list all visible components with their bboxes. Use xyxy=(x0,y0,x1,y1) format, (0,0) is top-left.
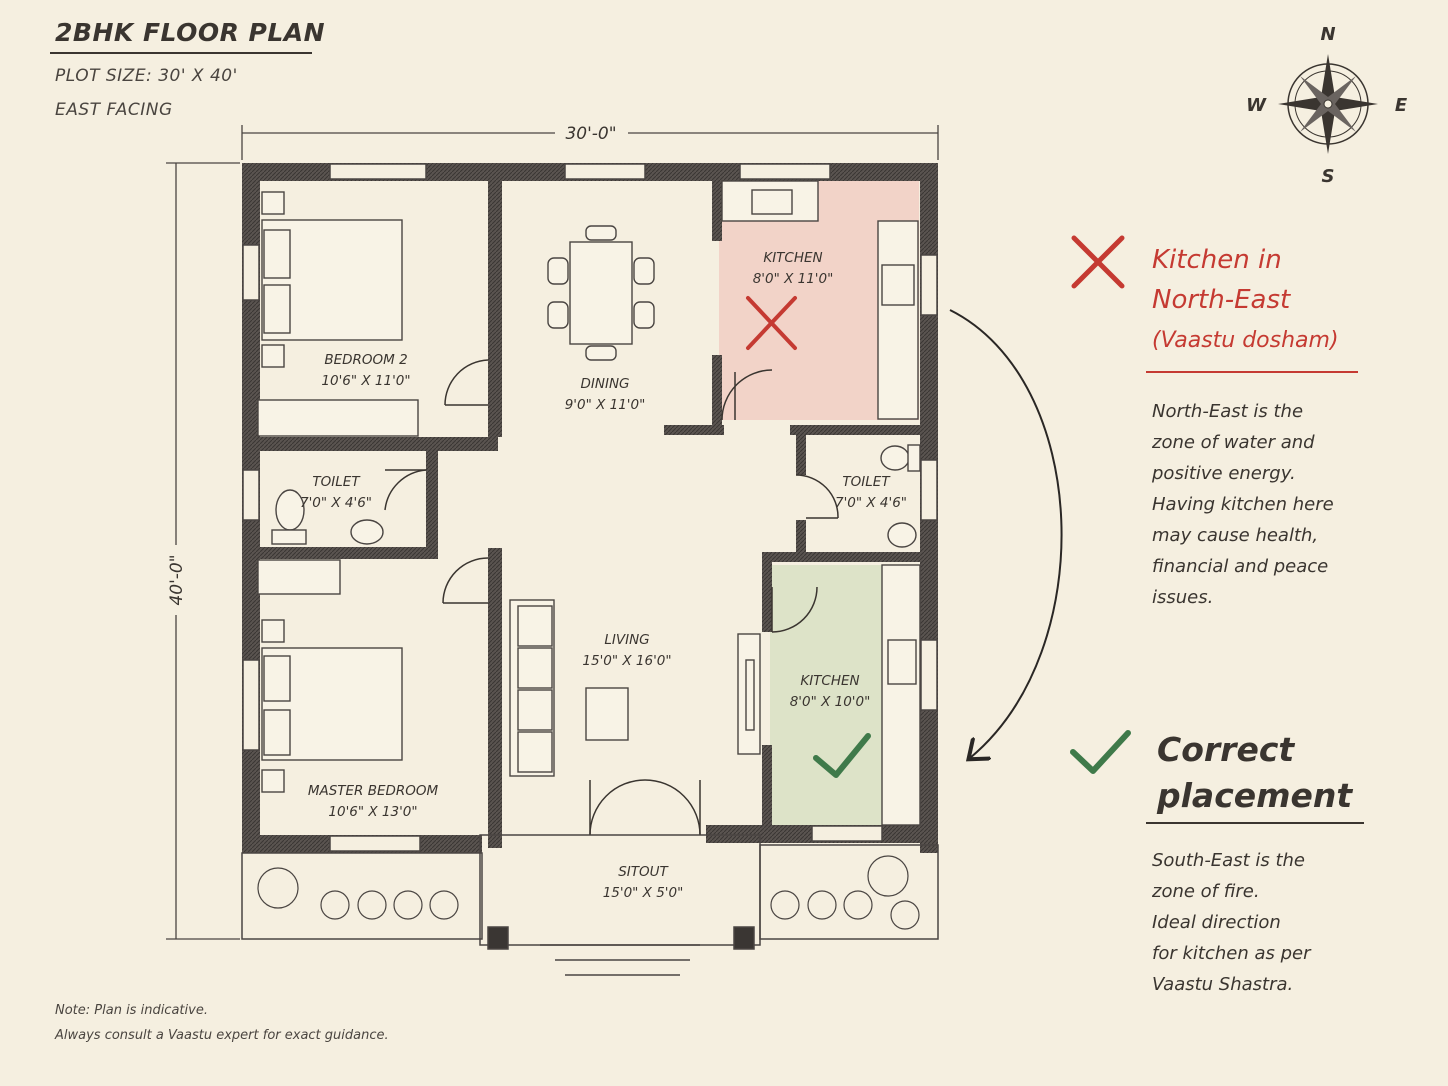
windows xyxy=(242,163,938,852)
sitout xyxy=(241,834,939,976)
toilet-right-size: 7'0" X 4'6" xyxy=(835,495,907,511)
wrong-line: positive energy. xyxy=(1152,463,1296,484)
relocation-arrow xyxy=(949,309,1063,758)
dining-size: 9'0" X 11'0" xyxy=(565,397,646,413)
compass-east: E xyxy=(1395,95,1408,116)
wrong-heading-line2: North-East xyxy=(1152,285,1291,315)
facing-label: EAST FACING xyxy=(55,100,173,120)
bedroom2-name: BEDROOM 2 xyxy=(324,352,407,368)
wrong-line: financial and peace xyxy=(1152,556,1329,577)
correct-line: South-East is the xyxy=(1152,850,1306,871)
correct-heading-line2: placement xyxy=(1157,776,1353,815)
wrong-line: may cause health, xyxy=(1152,525,1319,546)
wrong-line: North-East is the xyxy=(1152,401,1304,422)
compass-north: N xyxy=(1320,24,1335,45)
wrong-cross-icon xyxy=(1071,235,1125,289)
bedroom2-size: 10'6" X 11'0" xyxy=(321,373,410,389)
master-name: MASTER BEDROOM xyxy=(308,783,439,799)
furniture xyxy=(257,180,921,826)
sitout-name: SITOUT xyxy=(618,864,669,880)
wrong-heading-rule xyxy=(1146,371,1358,373)
footer-note-1: Note: Plan is indicative. xyxy=(55,1003,208,1018)
wrong-heading-line1: Kitchen in xyxy=(1152,245,1282,275)
living-size: 15'0" X 16'0" xyxy=(582,653,671,669)
correct-check-icon xyxy=(1070,730,1131,774)
width-dimension: 30'-0" xyxy=(565,124,616,144)
plan-check-icon xyxy=(813,733,871,778)
living-name: LIVING xyxy=(604,632,649,648)
correct-line: zone of fire. xyxy=(1152,881,1260,902)
kitchen-se-name: KITCHEN xyxy=(800,673,859,689)
kitchen-ne-name: KITCHEN xyxy=(763,250,822,266)
wrong-line: Having kitchen here xyxy=(1152,494,1334,515)
garden-plants xyxy=(257,855,920,930)
correct-heading-line1: Correct xyxy=(1157,730,1295,769)
dining-name: DINING xyxy=(580,376,629,392)
correct-description: South-East is the zone of fire. Ideal di… xyxy=(1152,845,1311,1000)
dimension-lines xyxy=(166,125,939,940)
compass-rose-icon xyxy=(1278,54,1378,154)
wrong-heading-line3: (Vaastu dosham) xyxy=(1152,328,1339,353)
toilet-right-name: TOILET xyxy=(842,474,891,490)
doors xyxy=(384,359,839,836)
correct-line: Vaastu Shastra. xyxy=(1152,974,1294,995)
correct-line: for kitchen as per xyxy=(1152,943,1311,964)
kitchen-se-size: 8'0" X 10'0" xyxy=(790,694,871,710)
page-title: 2BHK FLOOR PLAN xyxy=(55,18,326,47)
compass-west: W xyxy=(1246,95,1267,116)
kitchen-ne-size: 8'0" X 11'0" xyxy=(753,271,834,287)
footer-note-2: Always consult a Vaastu expert for exact… xyxy=(55,1028,389,1043)
wrong-line: issues. xyxy=(1152,587,1214,608)
plot-size-label: PLOT SIZE: 30' X 40' xyxy=(55,66,238,86)
master-size: 10'6" X 13'0" xyxy=(328,804,417,820)
correct-heading-rule xyxy=(1146,822,1364,824)
plan-cross-icon xyxy=(746,296,797,350)
compass-south: S xyxy=(1322,166,1335,187)
correct-line: Ideal direction xyxy=(1152,912,1281,933)
toilet-left-name: TOILET xyxy=(312,474,361,490)
height-dimension: 40'-0" xyxy=(167,554,187,605)
wrong-line: zone of water and xyxy=(1152,432,1315,453)
sitout-size: 15'0" X 5'0" xyxy=(603,885,684,901)
title-underline xyxy=(50,52,312,54)
toilet-left-size: 7'0" X 4'6" xyxy=(300,495,372,511)
wrong-description: North-East is the zone of water and posi… xyxy=(1152,396,1334,613)
